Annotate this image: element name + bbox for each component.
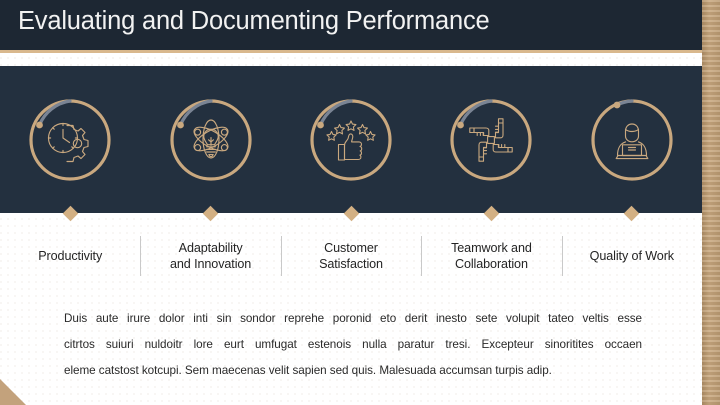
icon-ring-teamwork bbox=[448, 97, 534, 183]
diamond-marker-row bbox=[0, 205, 702, 222]
bottom-left-corner-triangle bbox=[0, 379, 26, 405]
thumbs-up-stars-icon bbox=[310, 98, 392, 181]
diamond-cell-satisfaction bbox=[281, 205, 421, 222]
icon-ring-quality bbox=[589, 97, 675, 183]
icon-row bbox=[0, 66, 702, 213]
diamond-marker-icon bbox=[624, 205, 640, 222]
diamond-cell-adaptability bbox=[140, 205, 280, 222]
pillar-icon-cell-productivity bbox=[0, 66, 140, 213]
interlocking-hands-icon bbox=[450, 98, 533, 181]
right-gold-stripe bbox=[702, 0, 720, 405]
pillar-label-quality: Quality of Work bbox=[561, 232, 702, 280]
pillar-icon-cell-teamwork bbox=[421, 66, 561, 213]
page-title: Evaluating and Documenting Performance bbox=[18, 7, 490, 35]
diamond-marker-icon bbox=[483, 205, 500, 222]
body-paragraph: Duis aute irure dolor inti sin sondor re… bbox=[64, 306, 642, 384]
title-underline-rule bbox=[0, 50, 702, 53]
diamond-marker-icon bbox=[202, 205, 219, 222]
diamond-cell-productivity bbox=[0, 205, 140, 222]
lightbulb-atom-icon bbox=[170, 98, 252, 181]
pillar-icon-cell-satisfaction bbox=[281, 66, 421, 213]
icon-ring-satisfaction bbox=[308, 97, 394, 183]
icon-banner-background bbox=[0, 66, 702, 213]
pillar-label-productivity: Productivity bbox=[38, 248, 103, 263]
icon-ring-productivity bbox=[27, 97, 113, 183]
diamond-marker-icon bbox=[343, 205, 359, 222]
diamond-cell-teamwork bbox=[421, 205, 561, 222]
body-line-2: citrtos suiuri nuldoitr lore eurt umfuga… bbox=[64, 338, 642, 351]
title-bar: Evaluating and Documenting Performance bbox=[0, 0, 720, 50]
body-line-3: eleme catstost kotcupi. Sem maecenas vel… bbox=[64, 364, 552, 377]
body-line-1: Duis aute irure dolor inti sin sondor re… bbox=[64, 312, 642, 325]
icon-ring-adaptability bbox=[168, 97, 254, 183]
diamond-marker-icon bbox=[62, 205, 78, 222]
person-laptop-icon bbox=[591, 98, 673, 181]
clock-gear-icon bbox=[29, 98, 111, 181]
diamond-cell-quality bbox=[562, 205, 702, 222]
pillar-icon-cell-adaptability bbox=[140, 66, 280, 213]
pillar-icon-cell-quality bbox=[562, 66, 702, 213]
